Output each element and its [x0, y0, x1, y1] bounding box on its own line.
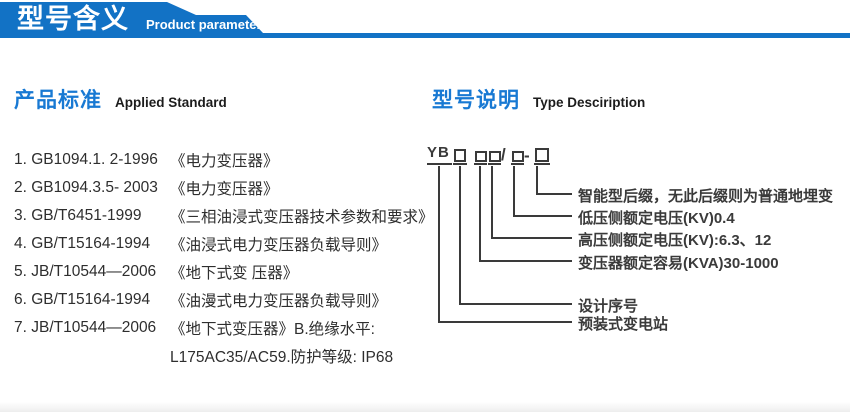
connector-line — [536, 193, 572, 195]
standard-item: 4. GB/T15164-1994 《油浸式电力变压器负载导则》 — [14, 230, 434, 258]
standard-title: 《油漫式电力变压器负载导则》 — [170, 293, 388, 310]
type-description-title-zh: 型号说明 — [432, 89, 520, 112]
standard-title: 《地下式变 压器》 — [170, 265, 299, 282]
connector-line — [536, 166, 538, 195]
slash-separator: / — [501, 145, 506, 164]
underline-segment — [534, 163, 550, 165]
connector-line — [459, 166, 461, 305]
standard-code: 2. GB1094.3.5- 2003 — [14, 179, 158, 196]
connector-line — [513, 215, 572, 217]
connector-line — [479, 166, 481, 262]
underline-segment — [511, 163, 524, 165]
standard-item: 7. JB/T10544—2006 《地下式变压器》B.绝缘水平: — [14, 314, 434, 342]
connector-line — [491, 166, 493, 239]
type-description-heading: 型号说明 Type Desciription — [432, 84, 645, 114]
page-subtitle: Product parameters — [146, 17, 269, 32]
underline-segment — [474, 163, 487, 165]
underline-segment — [488, 163, 501, 165]
connector-line — [438, 166, 440, 323]
label-lv-voltage: 低压侧额定电压(KV)0.4 — [578, 210, 735, 227]
standard-title: 《电力变压器》 — [170, 181, 279, 198]
standard-item: 3. GB/T6451-1999 《三相油浸式变压器技术参数和要求》 — [14, 202, 434, 230]
type-description-title-en: Type Desciription — [533, 95, 646, 110]
code-box-design-serial — [454, 149, 466, 162]
page-title: 型号含义 — [17, 4, 129, 34]
applied-standard-title-en: Applied Standard — [115, 95, 227, 110]
standards-list: 1. GB1094.1. 2-1996 《电力变压器》 2. GB1094.3.… — [14, 146, 434, 370]
connector-line — [479, 260, 572, 262]
applied-standard-heading: 产品标准 Applied Standard — [14, 84, 227, 114]
standard-code: 6. GB/T15164-1994 — [14, 291, 151, 308]
label-smart-suffix: 智能型后缀，无此后缀则为普通地埋变 — [578, 188, 834, 205]
code-box-smart-suffix — [535, 148, 549, 162]
applied-standard-title-zh: 产品标准 — [14, 89, 102, 112]
label-capacity: 变压器额定容易(KVA)30-1000 — [578, 255, 779, 272]
label-prefab-substation: 预装式变电站 — [578, 316, 669, 333]
connector-line — [491, 237, 572, 239]
code-box-capacity — [475, 151, 487, 162]
connector-line — [513, 166, 515, 217]
label-design-serial: 设计序号 — [578, 298, 639, 315]
standard-title: 《三相油浸式变压器技术参数和要求》 — [170, 209, 434, 226]
standard-title: 《地下式变压器》B.绝缘水平: — [170, 321, 375, 338]
standard-code: 5. JB/T10544—2006 — [14, 263, 157, 280]
label-hv-voltage: 高压侧额定电压(KV):6.3、12 — [578, 232, 772, 249]
standard-title: 《电力变压器》 — [170, 153, 279, 170]
connector-line — [438, 321, 572, 323]
standard-item: 5. JB/T10544—2006 《地下式变 压器》 — [14, 258, 434, 286]
standard-code: 7. JB/T10544—2006 — [14, 319, 157, 336]
standard-title: 《油浸式电力变压器负载导则》 — [170, 237, 388, 254]
standard-item: 2. GB1094.3.5- 2003 《电力变压器》 — [14, 174, 434, 202]
code-box-lv-voltage — [512, 151, 524, 162]
standard-item-continuation: L175AC35/AC59.防护等级: IP68 — [14, 342, 434, 370]
standard-item: 6. GB/T15164-1994 《油漫式电力变压器负载导则》 — [14, 286, 434, 314]
underline-segment — [453, 163, 467, 165]
connector-line — [459, 303, 572, 305]
bottom-fade — [0, 402, 850, 412]
standard-title: L175AC35/AC59.防护等级: IP68 — [170, 349, 394, 366]
header-banner: 型号含义 Product parameters — [0, 2, 850, 38]
standard-item: 1. GB1094.1. 2-1996 《电力变压器》 — [14, 146, 434, 174]
dash-separator: - — [524, 146, 530, 165]
standard-code: 1. GB1094.1. 2-1996 — [14, 151, 158, 168]
code-box-hv-voltage — [489, 151, 501, 162]
standard-code: 3. GB/T6451-1999 — [14, 207, 142, 224]
standard-code: 4. GB/T15164-1994 — [14, 235, 151, 252]
